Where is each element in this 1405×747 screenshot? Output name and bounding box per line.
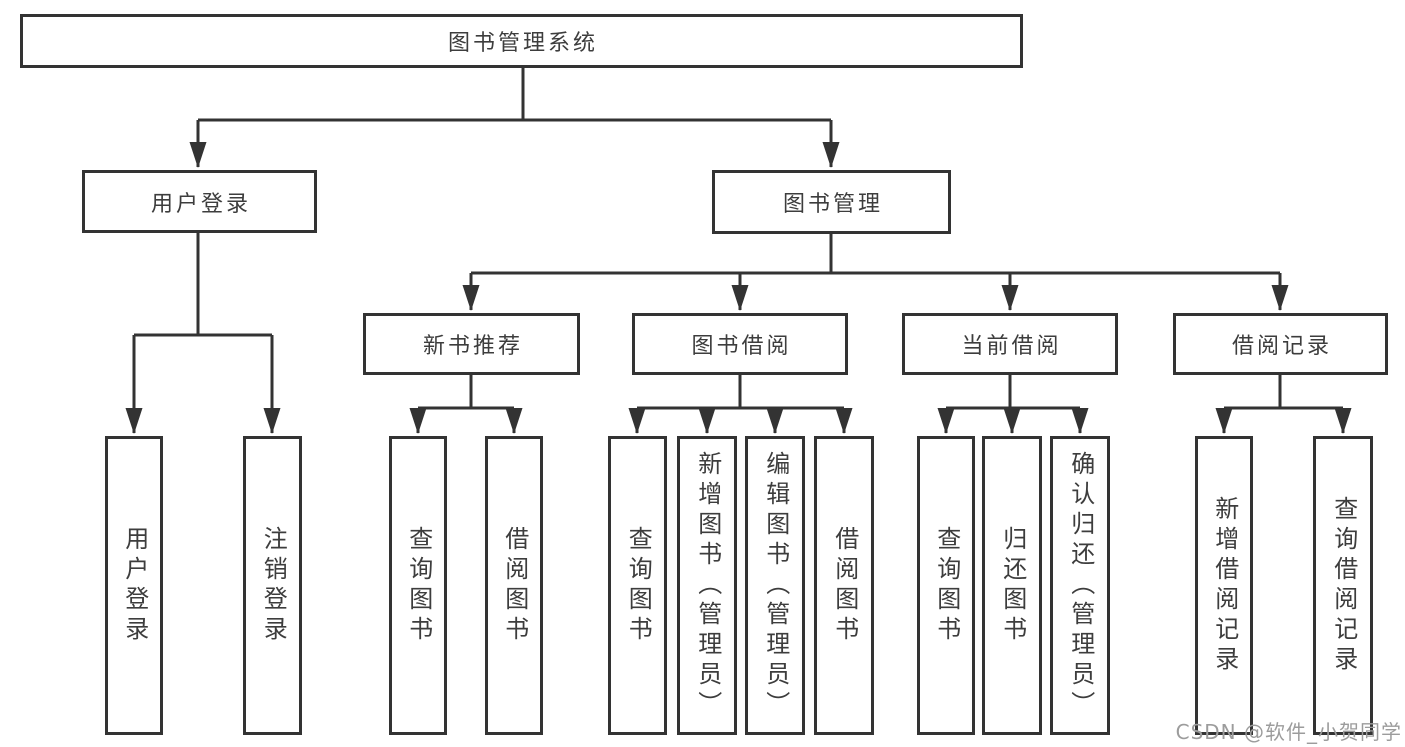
- csdn-watermark: CSDN @软件_小贺同学: [1175, 720, 1402, 744]
- leaf-cb-return-books: 归还图书: [982, 436, 1042, 735]
- node-book-management-label: 图书管理: [782, 192, 883, 217]
- leaf-br-add-record-label: 新增借阅记录: [1210, 495, 1239, 676]
- leaf-nb-query-books-label: 查询图书: [404, 525, 433, 646]
- leaf-logout: 注销登录: [243, 436, 302, 735]
- leaf-bb-borrow-books-label: 借阅图书: [830, 525, 859, 646]
- leaf-bb-query-books: 查询图书: [608, 436, 667, 735]
- node-new-book-recommend: 新书推荐: [363, 313, 580, 375]
- leaf-cb-return-books-label: 归还图书: [998, 525, 1027, 646]
- leaf-cb-query-books-label: 查询图书: [932, 525, 961, 646]
- node-user-login-label: 用户登录: [150, 191, 251, 217]
- leaf-nb-query-books: 查询图书: [389, 436, 447, 735]
- node-book-borrowing-label: 图书借阅: [691, 334, 792, 359]
- leaf-br-add-record: 新增借阅记录: [1195, 436, 1253, 735]
- leaf-cb-confirm-return-admin: 确认归还（管理员）: [1050, 436, 1110, 735]
- node-current-borrowing: 当前借阅: [902, 313, 1118, 375]
- leaf-nb-borrow-books: 借阅图书: [485, 436, 543, 735]
- node-new-book-recommend-label: 新书推荐: [422, 334, 523, 359]
- node-root-system-label: 图书管理系统: [447, 31, 598, 56]
- node-current-borrowing-label: 当前借阅: [961, 334, 1062, 359]
- node-user-login: 用户登录: [82, 170, 317, 233]
- node-root-system: 图书管理系统: [20, 14, 1023, 68]
- leaf-user-login: 用户登录: [105, 436, 163, 735]
- node-borrowing-records: 借阅记录: [1173, 313, 1388, 375]
- leaf-br-query-record-label: 查询借阅记录: [1329, 495, 1358, 676]
- leaf-user-login-label: 用户登录: [120, 525, 149, 646]
- node-book-borrowing: 图书借阅: [632, 313, 848, 375]
- leaf-logout-label: 注销登录: [259, 525, 288, 646]
- node-borrowing-records-label: 借阅记录: [1231, 334, 1332, 359]
- leaf-bb-add-books-admin: 新增图书（管理员）: [677, 436, 737, 735]
- leaf-bb-query-books-label: 查询图书: [624, 525, 653, 646]
- leaf-bb-edit-books-admin-label: 编辑图书（管理员）: [761, 450, 790, 721]
- leaf-bb-add-books-admin-label: 新增图书（管理员）: [693, 450, 722, 721]
- leaf-nb-borrow-books-label: 借阅图书: [500, 525, 529, 646]
- leaf-bb-borrow-books: 借阅图书: [814, 436, 874, 735]
- node-book-management: 图书管理: [712, 170, 951, 234]
- leaf-cb-confirm-return-admin-label: 确认归还（管理员）: [1066, 450, 1095, 721]
- leaf-br-query-record: 查询借阅记录: [1313, 436, 1373, 735]
- leaf-bb-edit-books-admin: 编辑图书（管理员）: [745, 436, 805, 735]
- leaf-cb-query-books: 查询图书: [917, 436, 975, 735]
